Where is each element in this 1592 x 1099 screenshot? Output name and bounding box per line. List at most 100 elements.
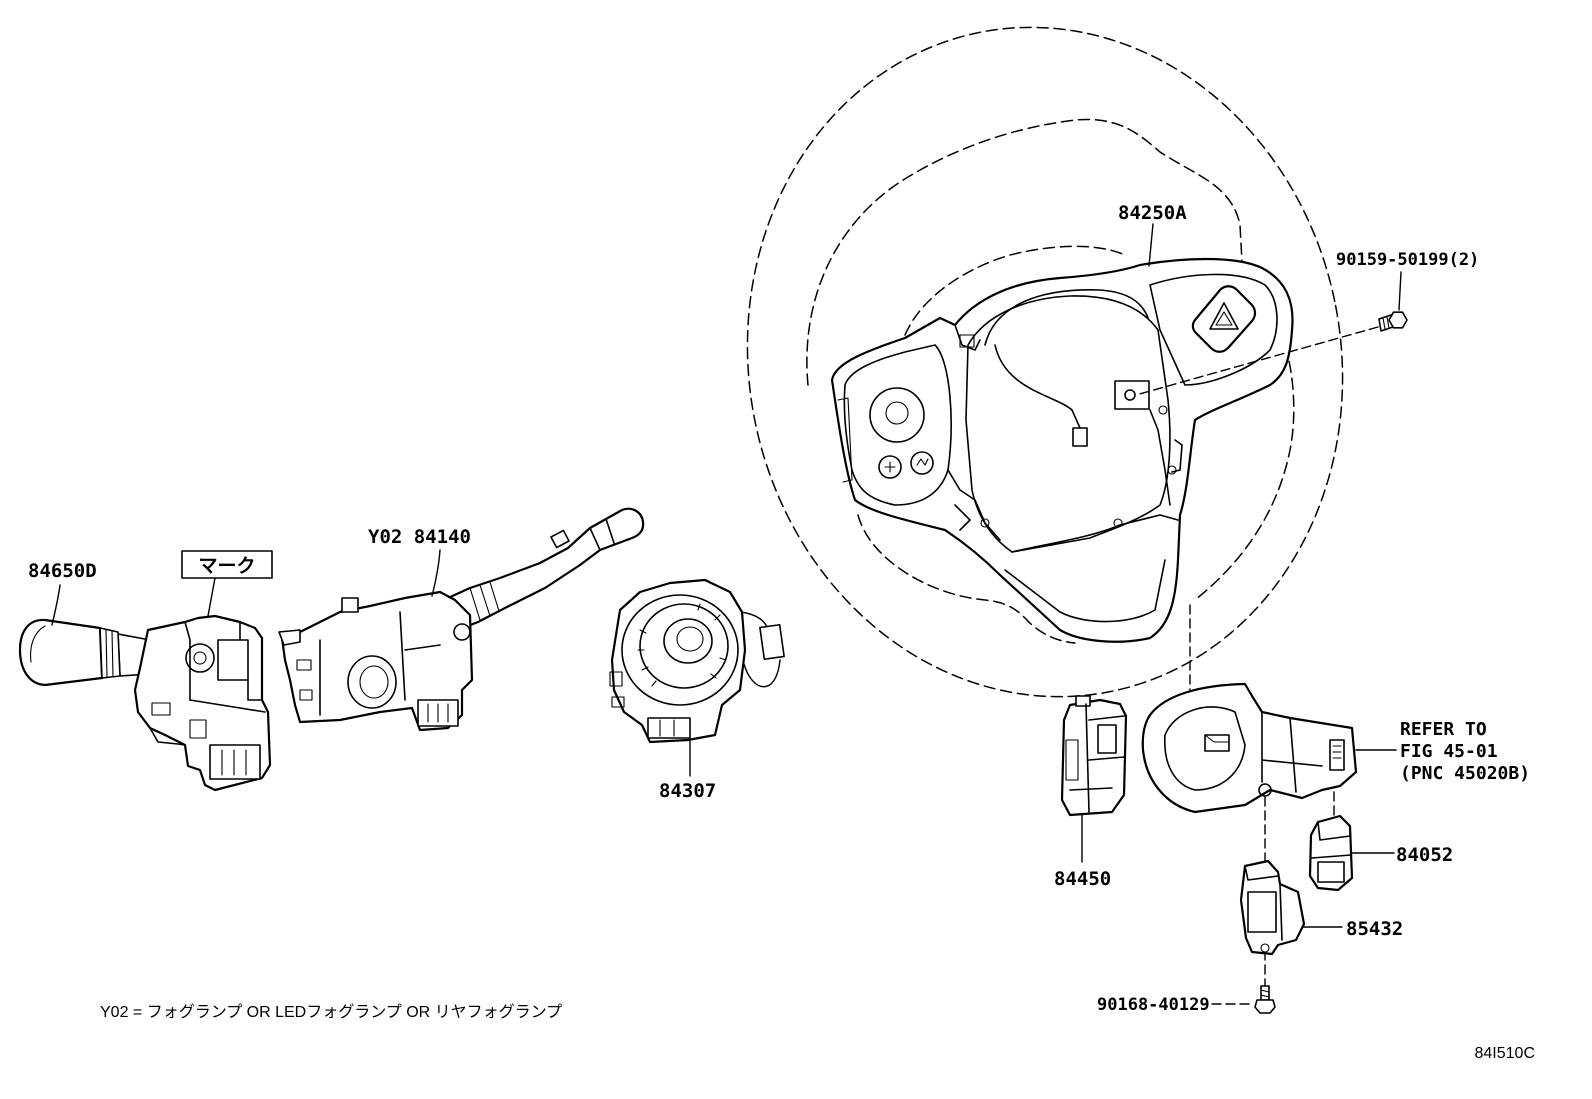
column-screw-head [1254,999,1276,1014]
spiral-cable-hub [663,618,713,664]
switch-84650d-side [239,621,263,701]
spiral-cable-connector [759,623,785,661]
switch-84650d-boss-inner [193,651,207,665]
control-pad-button [869,387,925,443]
left-pod-edge-strip [837,397,853,483]
callout-90159: 90159-50199(2) [1336,250,1479,270]
spiral-cable-84307 [609,578,785,744]
switch-84140-lever-collar [469,581,500,621]
part-85432-body [1239,859,1306,956]
switch-84140-bore [347,655,397,709]
steering-pad-opening [965,295,1171,553]
column-cover-key-slot-edge [1204,734,1230,743]
column-cover-ribs [1261,711,1323,793]
screw-mount-hole [1124,389,1136,401]
callout-85432: 85432 [1346,918,1403,940]
left-button-b [910,451,934,475]
spiral-cable-hatch [637,603,727,687]
module-84450-body [1060,698,1128,817]
column-cover-body [1141,682,1358,814]
callout-84307: 84307 [659,780,716,802]
left-button-a [878,455,902,479]
hazard-triangle-inner-icon [1215,311,1233,326]
boss-left-lower [980,518,990,528]
pad-harness-connector [1072,427,1088,447]
switch-84650d-clip [189,719,207,739]
switch-84650d-ring [99,627,121,679]
callout-90168: 90168-40129 [1097,995,1210,1015]
switch-84650d-connector-pins [221,749,247,776]
hazard-button [1191,285,1257,353]
right-pod-bezel [1149,273,1278,386]
switch-84140 [278,507,645,732]
module-84450-window [1097,724,1117,754]
control-pad-center [885,401,909,425]
spiral-cable-left-clip-a [609,671,623,687]
switch-84140-lever-segments [589,518,615,551]
callout-84450: 84450 [1054,868,1111,890]
pad-harness-wire [984,289,1149,346]
switch-84140-clip-b [299,689,313,701]
reference-line-3: (PNC 45020B) [1400,763,1530,784]
module-84450-top-tab [1075,695,1091,707]
part-84052 [1308,814,1354,892]
switch-84140-top-tab [341,597,359,613]
column-screw [1254,985,1276,1014]
callout-84140: Y02 84140 [368,526,471,548]
switch-84650d-tab [151,702,171,716]
part-85432-top [1244,865,1283,941]
reference-line-1: REFER TO [1400,719,1487,740]
figure-id: 84I510C [1475,1045,1536,1062]
hazard-triangle-icon [1209,302,1239,330]
switch-84140-lever-knob [550,529,570,549]
switch-84650d-bracket [149,727,186,746]
bottom-cover-inner-line [1004,559,1166,623]
switch-84650d-knob [18,618,104,687]
callout-84650d: 84650D [28,560,97,582]
column-cover-plug-lines [1332,745,1342,759]
column-cover-plug [1329,739,1345,771]
switch-84650d-boss [185,643,215,673]
leader-90159 [1398,271,1402,311]
column-cover-screw-boss [1258,783,1272,797]
spiral-cable-ring-outer [621,594,739,706]
pad-screw-axis [1135,326,1379,396]
boss-right-upper [1158,405,1168,415]
switch-84650d-lower [189,699,266,713]
callout-labels: 84250A 90159-50199(2) 84650D マーク Y02 841… [28,202,1530,1015]
leader-84250a [1148,223,1154,267]
column-cover [1141,682,1358,814]
wheel-rim-inner-upper [806,118,1243,386]
module-84450 [1060,695,1128,817]
screw-mount-plate [1114,380,1150,410]
spiral-cable-left-clip-b [611,696,625,708]
part-84052-window [1317,861,1345,883]
switch-84140-bore-inner [359,665,389,699]
boss-right-lower [1167,465,1177,475]
module-84450-side-bar [1065,739,1079,781]
callout-mark: マーク [198,555,255,577]
module-84450-face [1069,703,1125,813]
leader-84650d [51,584,61,626]
mark-box [181,550,273,579]
part-85432 [1239,859,1306,956]
left-button-a-mark [884,461,896,473]
column-cover-bezel [1164,706,1246,791]
part-85432-window [1247,891,1277,933]
left-button-b-mark [916,458,929,466]
switch-84140-left-bracket [278,629,301,646]
spiral-cable-hub-inner [676,626,704,652]
part-85432-hole [1260,943,1270,953]
switch-84650d-connector [209,744,261,780]
switch-84650d-ring-ribs [105,629,114,678]
wheel-rim-outer [746,26,1344,698]
left-pod-bezel [843,344,952,506]
switch-84140-connector-pins [427,703,449,723]
switch-84650d [18,614,272,792]
left-spoke-detail [947,469,1001,541]
column-cover-key-slot [1204,734,1230,752]
pad-screw-head [1388,311,1408,329]
switch-84140-clip-a [296,659,312,671]
callout-84052: 84052 [1396,844,1453,866]
